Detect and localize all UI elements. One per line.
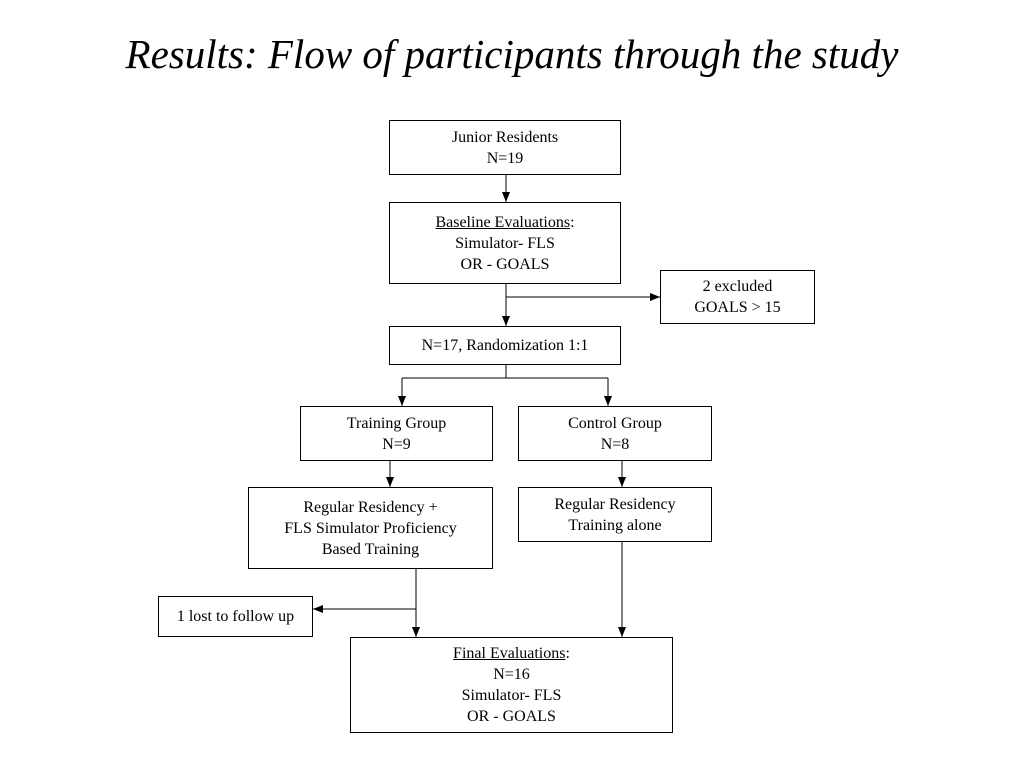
- training-regimen-line2: FLS Simulator Proficiency: [284, 519, 457, 537]
- training-regimen-line3: Based Training: [321, 540, 420, 558]
- node-control-regimen: Regular Residency Training alone: [518, 487, 712, 542]
- training-group-label: Training Group: [346, 414, 447, 432]
- final-heading: Final Evaluations:: [453, 643, 570, 664]
- node-randomization: N=17, Randomization 1:1: [389, 326, 621, 365]
- final-heading-colon: :: [565, 645, 570, 662]
- junior-residents-label: Junior Residents: [451, 128, 559, 146]
- node-training-regimen: Regular Residency + FLS Simulator Profic…: [248, 487, 493, 569]
- control-group-label: Control Group: [568, 414, 662, 432]
- node-junior-residents: Junior Residents N=19: [389, 120, 621, 175]
- baseline-heading-colon: :: [570, 213, 575, 231]
- junior-residents-count: N=19: [486, 149, 524, 167]
- lost-label: 1 lost to follow up: [176, 608, 295, 625]
- training-group-count: N=9: [382, 435, 411, 453]
- randomization-label: N=17, Randomization 1:1: [421, 337, 589, 354]
- final-line-goals: OR - GOALS: [467, 708, 556, 725]
- baseline-line-fls: Simulator- FLS: [455, 234, 555, 252]
- final-line-fls: Simulator- FLS: [461, 687, 562, 704]
- training-regimen-line1: Regular Residency +: [303, 498, 438, 516]
- baseline-heading-text: Baseline Evaluations: [435, 213, 571, 231]
- control-group-count: N=8: [600, 435, 630, 453]
- node-lost-to-follow-up: 1 lost to follow up: [158, 596, 313, 637]
- final-count: N=16: [493, 666, 530, 683]
- control-regimen-line2: Training alone: [568, 516, 662, 534]
- node-training-group: Training Group N=9: [300, 406, 493, 461]
- page-title: Results: Flow of participants through th…: [125, 31, 899, 77]
- node-baseline-evaluations: Baseline Evaluations: Simulator- FLS OR …: [389, 202, 621, 284]
- node-control-group: Control Group N=8: [518, 406, 712, 461]
- node-final-evaluations: Final Evaluations: N=16 Simulator- FLS O…: [350, 637, 673, 733]
- node-excluded: 2 excluded GOALS > 15: [660, 270, 815, 324]
- final-heading-text: Final Evaluations: [453, 645, 566, 662]
- control-regimen-line1: Regular Residency: [554, 495, 676, 513]
- baseline-heading: Baseline Evaluations:: [435, 212, 574, 233]
- baseline-line-goals: OR - GOALS: [460, 255, 550, 273]
- excluded-count: 2 excluded: [702, 278, 773, 295]
- excluded-reason: GOALS > 15: [694, 299, 781, 316]
